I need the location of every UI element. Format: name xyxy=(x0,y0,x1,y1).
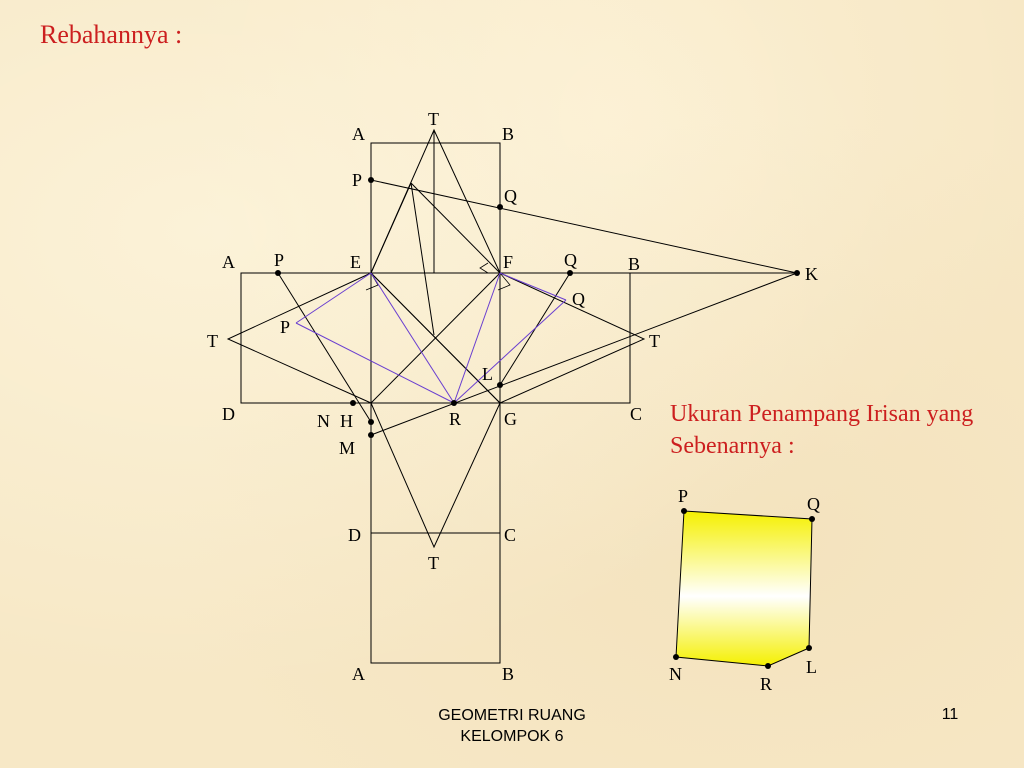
label-l: L xyxy=(482,364,493,384)
slide-title: Rebahannya : xyxy=(40,20,183,49)
label-a-left: A xyxy=(222,252,235,272)
label-d-left: D xyxy=(222,404,235,424)
label-q-inner: Q xyxy=(572,289,585,309)
label-t-low: T xyxy=(428,553,439,573)
label-h: H xyxy=(340,411,353,431)
left-face xyxy=(240,272,372,404)
label-c-low: C xyxy=(504,525,516,545)
top-triangle xyxy=(370,128,501,274)
section-lines xyxy=(295,272,567,404)
label-t-left: T xyxy=(207,331,218,351)
label-p-inner: P xyxy=(280,317,290,337)
lower-face xyxy=(370,402,501,534)
line-m-k xyxy=(370,272,798,436)
label-b-mid: B xyxy=(628,254,640,274)
label-n: N xyxy=(317,411,330,431)
poly-label-p: P xyxy=(678,486,688,506)
footer-line-2: KELOMPOK 6 xyxy=(460,727,564,745)
bottom-triangle xyxy=(370,402,501,549)
label-b-top: B xyxy=(502,124,514,144)
label-q-mid: Q xyxy=(564,250,577,270)
net-outline xyxy=(226,128,798,664)
footer-line-1: GEOMETRI RUANG xyxy=(438,707,586,724)
label-t-right: T xyxy=(649,331,660,351)
bottom-face xyxy=(370,532,501,664)
label-a-bottom: A xyxy=(352,664,365,684)
line-p-h xyxy=(277,272,372,423)
poly-label-r: R xyxy=(760,674,772,694)
label-p-top: P xyxy=(352,170,362,190)
line-p-k xyxy=(370,179,798,274)
label-r: R xyxy=(449,409,461,429)
right-face xyxy=(499,272,631,404)
poly-label-l: L xyxy=(806,657,817,677)
footer: GEOMETRI RUANG KELOMPOK 6 xyxy=(400,706,624,748)
vertices xyxy=(275,177,800,438)
label-p-left: P xyxy=(274,250,284,270)
page-number: 11 xyxy=(941,706,959,723)
label-e: E xyxy=(350,252,361,272)
label-k: K xyxy=(805,264,818,284)
poly-label-n: N xyxy=(669,664,682,684)
cross-section-polygon: P Q L R N xyxy=(669,486,820,694)
label-q-top: Q xyxy=(504,186,517,206)
poly-label-q: Q xyxy=(807,494,820,514)
section-subtitle: Ukuran Penampang Irisan yang Sebenarnya … xyxy=(670,401,974,460)
label-t-top: T xyxy=(428,109,439,129)
net-labels: T A B P Q A P E F Q B K Q P T T L D N H … xyxy=(207,109,818,684)
label-d-low: D xyxy=(348,525,361,545)
label-a-top: A xyxy=(352,124,365,144)
label-b-bottom: B xyxy=(502,664,514,684)
right-triangle xyxy=(499,272,646,404)
label-g: G xyxy=(504,409,517,429)
label-f: F xyxy=(503,252,513,272)
left-triangle xyxy=(226,272,372,404)
label-m: M xyxy=(339,438,355,458)
label-c-mid: C xyxy=(630,404,642,424)
